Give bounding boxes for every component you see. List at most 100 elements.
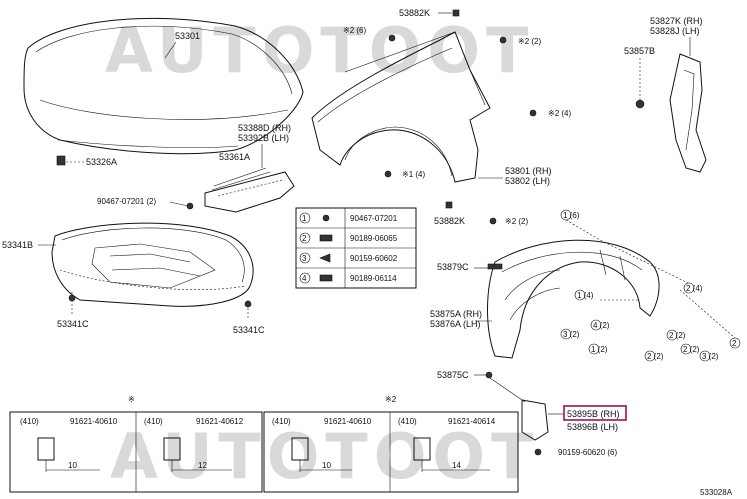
- label-under-cover: 53341B: [2, 240, 33, 250]
- label-mud-rh: 53895B (RH): [567, 409, 620, 419]
- svg-text:14: 14: [452, 461, 461, 470]
- label-liner-clip-bottom: 53875C: [437, 370, 469, 380]
- label-hood-cushion: 53326A: [86, 157, 117, 167]
- fender-top-bolt-part[interactable]: [452, 9, 460, 17]
- svg-text:10: 10: [322, 461, 331, 470]
- ref-r2-4: ※2 (4): [548, 109, 571, 118]
- bolt-icon: [499, 36, 507, 44]
- ref-circle-c2-2c: 2 (2): [680, 343, 700, 355]
- ref-circle-c2-2a: 2 (2): [666, 329, 686, 341]
- bolt-icon: [388, 34, 396, 42]
- bottom-group1-mark: ※: [128, 395, 135, 404]
- label-fender-top-bolt: 53882K: [399, 8, 430, 18]
- ref-r1-4: ※1 (4): [402, 170, 425, 179]
- label-fender-rh: 53801 (RH): [505, 166, 552, 176]
- label-bracket-cushion: 53857B: [624, 46, 655, 56]
- svg-text:4 (2): 4 (2): [593, 321, 610, 330]
- fender-bottom-bolt-part[interactable]: [445, 201, 453, 209]
- mud-guard-part[interactable]: [521, 399, 549, 441]
- diagram-code: 533028A: [700, 488, 733, 497]
- fastener-part-4: 90189-06114: [350, 274, 397, 283]
- under-clip-2-part[interactable]: [244, 300, 252, 308]
- fastener-num-3: 3: [302, 254, 307, 263]
- ref-circle-c3-x: 3 (2): [699, 350, 719, 362]
- label-bracket-rh: 53827K (RH): [650, 16, 703, 26]
- bottom-table-2: [263, 411, 519, 493]
- svg-text:2 (4): 2 (4): [686, 284, 703, 293]
- svg-text:91621-40612: 91621-40612: [196, 417, 244, 426]
- ref-circle-c2-2b: 2 (2): [644, 350, 664, 362]
- hood-part[interactable]: [23, 17, 304, 155]
- clip-icon: [322, 214, 330, 222]
- bottom-group2-mark: ※2: [385, 395, 397, 404]
- svg-text:3 (2): 3 (2): [563, 330, 580, 339]
- label-under-clip-2: 53341C: [233, 325, 265, 335]
- label-hood-seal-lh: 53392B (LH): [238, 133, 289, 143]
- svg-text:1 (6): 1 (6): [563, 211, 580, 220]
- label-liner-rh: 53875A (RH): [430, 309, 482, 319]
- liner-clip-bottom-part[interactable]: [485, 371, 493, 379]
- fastener-num-1: 1: [302, 214, 307, 223]
- svg-text:2 (2): 2 (2): [669, 331, 686, 340]
- nut-icon: [37, 437, 55, 461]
- bolt-icon: [489, 217, 497, 225]
- seal-strip-part[interactable]: [204, 167, 295, 213]
- svg-text:1 (4): 1 (4): [577, 291, 594, 300]
- leader-clip-top: [169, 201, 189, 207]
- leader-mud: [489, 377, 526, 403]
- ref-circle-c1-6: 1 (6): [560, 209, 580, 221]
- leader-hood: [164, 41, 177, 59]
- highlight-mud-rh[interactable]: [563, 405, 627, 421]
- fastener-table: [295, 207, 417, 289]
- fastener-row-3: 3 90159-60602: [299, 252, 398, 264]
- ref-r2-2b: ※2 (2): [505, 217, 528, 226]
- label-mud-lh: 53896B (LH): [567, 422, 618, 432]
- fender-liner-part[interactable]: [487, 239, 660, 359]
- screw-icon: [319, 253, 331, 263]
- liner-clip-top-part[interactable]: [487, 263, 503, 270]
- fastener-part-3: 90159-60602: [350, 254, 398, 263]
- fastener-part-2: 90189-06065: [350, 234, 398, 243]
- bottom-cell-3: (410) 91621-40610 10: [272, 417, 372, 472]
- fender-bracket-part[interactable]: [669, 53, 707, 173]
- label-bracket-lh: 53828J (LH): [650, 26, 700, 36]
- svg-text:91621-40614: 91621-40614: [448, 417, 496, 426]
- leader-liner-refs: [565, 219, 736, 339]
- label-seal-strip: 53361A: [219, 152, 250, 162]
- svg-text:2 (2): 2 (2): [683, 345, 700, 354]
- bottom-cell-4: (410) 91621-40614 14: [398, 417, 496, 472]
- fastener-row-4: 4 90189-06114: [299, 272, 397, 284]
- mud-screw-part[interactable]: [534, 448, 542, 456]
- ref-circle-c2-x: 2: [729, 337, 741, 349]
- fastener-num-4: 4: [302, 274, 307, 283]
- svg-text:91621-40610: 91621-40610: [324, 417, 372, 426]
- bottom-cell-1: (410) 91621-40610 10: [20, 417, 118, 472]
- hood-cushion-part[interactable]: [56, 155, 66, 166]
- label-mud-screw: 90159-60620 (6): [558, 448, 617, 457]
- label-fender-lh: 53802 (LH): [505, 176, 550, 186]
- label-liner-lh: 53876A (LH): [430, 319, 481, 329]
- clip-top-part[interactable]: [186, 202, 194, 210]
- bottom-table-1: [9, 411, 263, 493]
- svg-text:91621-40610: 91621-40610: [70, 417, 118, 426]
- ref-r2-6: ※2 (6): [343, 26, 366, 35]
- svg-text:3 (2): 3 (2): [702, 352, 719, 361]
- ref-circle-c3-2: 3 (2): [560, 328, 580, 340]
- label-hood: 53301: [175, 31, 200, 41]
- under-cover-part[interactable]: [51, 222, 254, 307]
- svg-text:12: 12: [198, 461, 207, 470]
- fastener-row-1: 1 90467-07201: [299, 212, 398, 224]
- under-clip-1-part[interactable]: [68, 294, 76, 302]
- svg-text:2: 2: [732, 339, 737, 348]
- label-fender-bottom-bolt: 53882K: [434, 216, 465, 226]
- svg-text:2 (2): 2 (2): [647, 352, 664, 361]
- watermark-top: AUTOTOOT: [105, 14, 534, 87]
- svg-text:10: 10: [68, 461, 77, 470]
- bracket-cushion-part[interactable]: [635, 99, 645, 109]
- ref-circle-c2-4: 2 (4): [683, 282, 703, 294]
- bolt-icon: [384, 170, 392, 178]
- bottom-cell-2: (410) 91621-40612 12: [144, 417, 244, 472]
- fender-part[interactable]: [311, 31, 491, 183]
